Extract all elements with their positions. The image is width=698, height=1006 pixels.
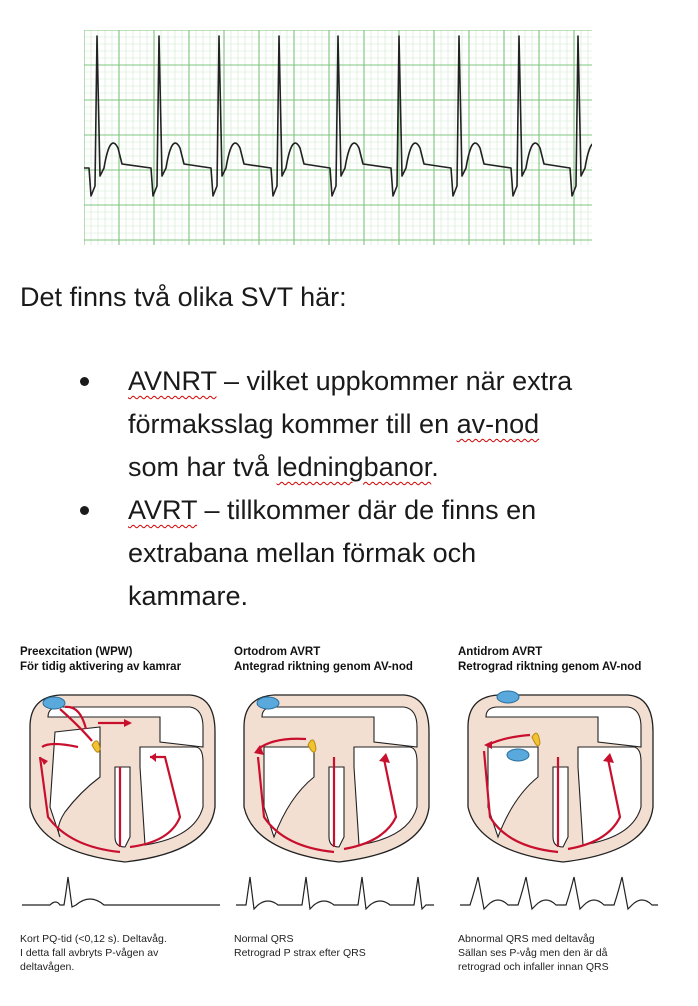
panel-wpw: Preexcitation (WPW)För tidig aktivering … bbox=[20, 645, 245, 1000]
avnrt-line3: som har två bbox=[128, 452, 277, 482]
term-avrt: AVRT bbox=[128, 495, 198, 525]
extra-node-icon bbox=[506, 748, 530, 762]
ecg-rhythm-strip bbox=[84, 30, 592, 245]
avrt-line2: extrabana mellan förmak och bbox=[128, 538, 477, 568]
panel-caption: Normal QRS Retrograd P strax efter QRS bbox=[234, 933, 366, 959]
sa-node-icon bbox=[42, 696, 66, 710]
ecg-trace bbox=[84, 35, 592, 197]
heart-antidrom-diagram bbox=[467, 690, 654, 863]
ecg-grid-minor bbox=[84, 30, 592, 245]
avnrt-line3-end: . bbox=[431, 452, 439, 482]
sa-node-icon bbox=[256, 696, 280, 710]
heart-wpw-diagram bbox=[29, 694, 216, 863]
term-ledningbanor: ledningbanor bbox=[276, 452, 432, 482]
list-item-avrt: AVRT – tillkommer där de finns en extrab… bbox=[80, 489, 680, 618]
sa-node-icon bbox=[496, 690, 520, 704]
bullet-icon bbox=[80, 506, 89, 515]
term-av-nod: av-nod bbox=[456, 409, 540, 439]
term-avnrt: AVNRT bbox=[128, 366, 217, 396]
mini-ecg-wpw bbox=[22, 876, 220, 908]
avrt-line1: – tillkommer där de finns en bbox=[197, 495, 537, 525]
heart-ortodrom-diagram bbox=[243, 694, 430, 863]
panel-caption: Abnormal QRS med deltavåg Sällan ses P-v… bbox=[458, 933, 609, 973]
mini-ecg-antidrom bbox=[460, 876, 658, 911]
ecg-grid-major bbox=[84, 30, 592, 245]
mini-ecg-ortodrom bbox=[236, 876, 434, 911]
avnrt-line1: – vilket uppkommer när extra bbox=[216, 366, 573, 396]
av-node-icon bbox=[531, 732, 541, 747]
list-item-avnrt: AVNRT – vilket uppkommer när extra förma… bbox=[80, 360, 680, 489]
bullet-icon bbox=[80, 377, 89, 386]
avrt-line3: kammare. bbox=[128, 581, 249, 611]
av-node-icon bbox=[307, 739, 317, 753]
panel-caption: Kort PQ-tid (<0,12 s). Deltavåg. I detta… bbox=[20, 933, 167, 973]
intro-text: Det finns två olika SVT här: bbox=[20, 282, 347, 312]
svt-list: AVNRT – vilket uppkommer när extra förma… bbox=[80, 360, 680, 618]
av-node-icon bbox=[91, 740, 101, 753]
panel-title: Preexcitation (WPW)För tidig aktivering … bbox=[20, 646, 182, 673]
avnrt-line2: förmaksslag kommer till en bbox=[128, 409, 457, 439]
